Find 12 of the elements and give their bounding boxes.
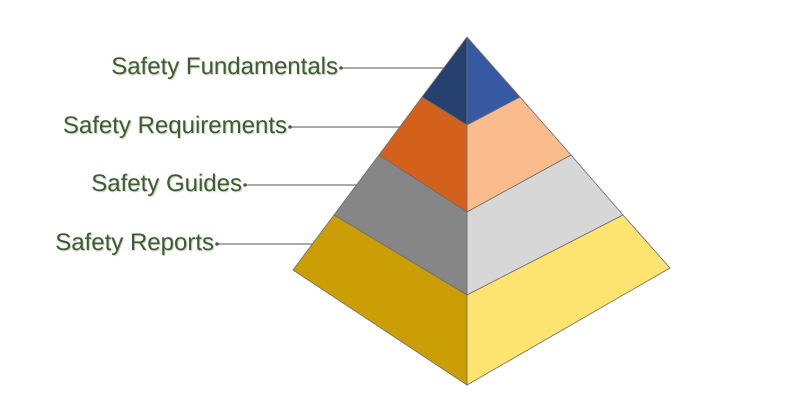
pyramid-layer: [379, 97, 571, 212]
layer-label: Safety Requirements: [62, 112, 287, 140]
layer-label: Safety Reports: [55, 229, 214, 257]
leader-line: [288, 125, 400, 129]
layer-label: Safety Fundamentals: [111, 53, 338, 81]
leader-line: [339, 66, 444, 70]
pyramid-layer: [293, 215, 670, 385]
layer-label: Safety Guides: [91, 170, 242, 198]
pyramid-layer: [334, 155, 623, 295]
leader-line: [243, 183, 356, 187]
leader-line: [215, 242, 312, 246]
pyramid-tip: [422, 37, 520, 125]
